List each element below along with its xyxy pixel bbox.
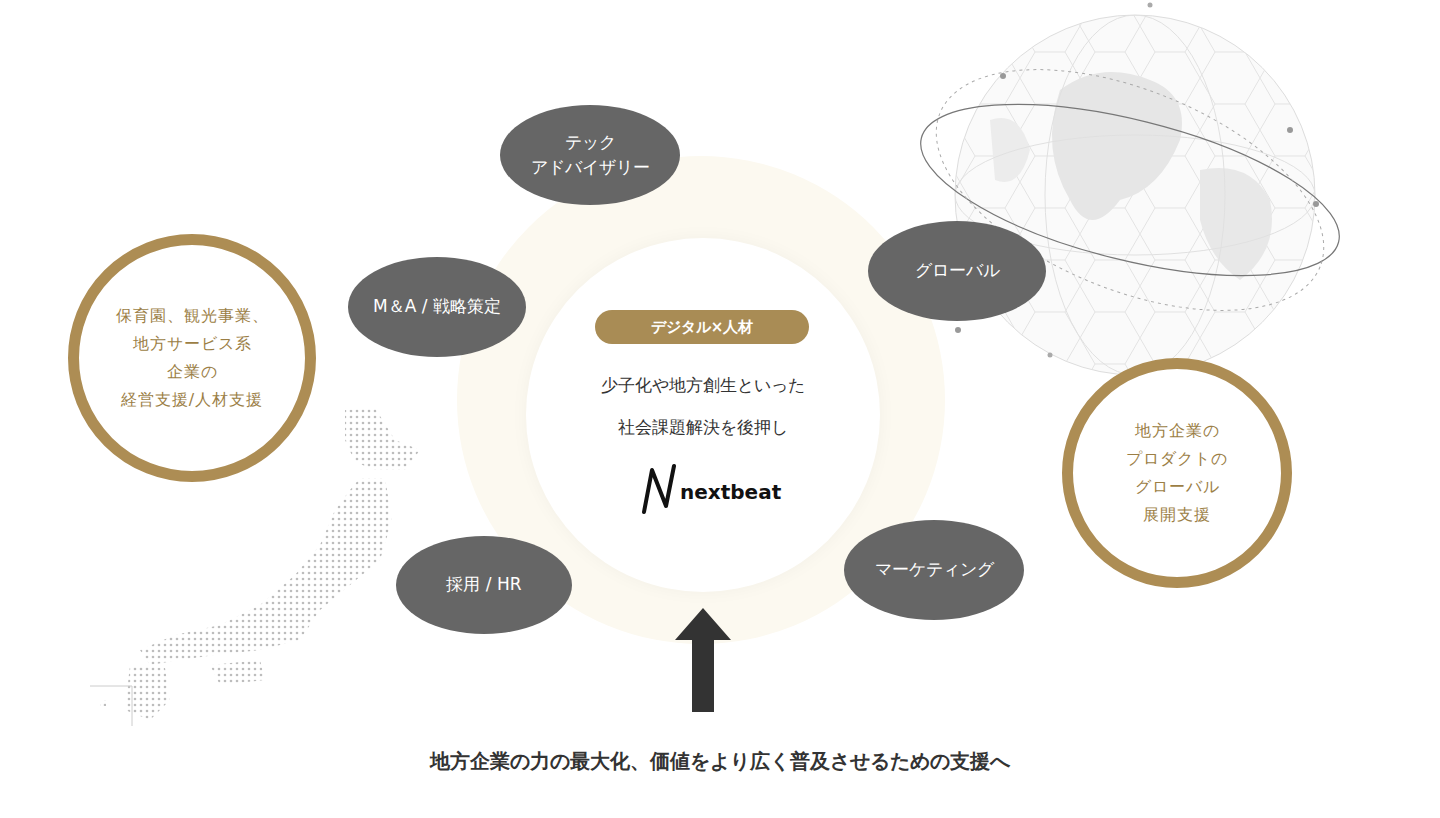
core-circle: 少子化や地方創生といった 社会課題解決を後押し nextbeat デジタル×人材: [526, 238, 880, 592]
label-band: デジタル×人材: [595, 310, 809, 344]
service-ellipse: M＆A / 戦略策定: [348, 257, 526, 357]
node-text: 保育園、観光事業、 地方サービス系 企業の 経営支援/人材支援: [116, 302, 269, 414]
inset-frame: [90, 686, 132, 726]
node-text: テック アドバイザリー: [531, 130, 650, 181]
logo-mark: [640, 462, 678, 518]
support-circle: 地方企業の プロダクトの グローバル 展開支援: [1062, 358, 1292, 588]
globe-illustration: [902, 3, 1357, 381]
node-text: 地方企業の プロダクトの グローバル 展開支援: [1126, 417, 1228, 529]
support-circle: 保育園、観光事業、 地方サービス系 企業の 経営支援/人材支援: [68, 234, 316, 482]
node-text: 少子化や地方創生といった 社会課題解決を後押し: [526, 364, 880, 448]
node-text: 採用 / HR: [446, 572, 521, 598]
caption: 地方企業の力の最大化、価値をより広く普及させるための支援へ: [0, 748, 1440, 775]
node-text: グローバル: [915, 258, 1000, 284]
service-ellipse: 採用 / HR: [396, 536, 572, 634]
logo-text: nextbeat: [680, 478, 781, 506]
service-ellipse: マーケティング: [844, 520, 1024, 620]
up-arrow: [675, 608, 731, 712]
node-text: マーケティング: [875, 557, 994, 583]
service-ellipse: グローバル: [868, 221, 1046, 321]
node-text: M＆A / 戦略策定: [373, 294, 501, 320]
node-text: デジタル×人材: [651, 318, 754, 337]
service-ellipse: テック アドバイザリー: [500, 105, 680, 205]
